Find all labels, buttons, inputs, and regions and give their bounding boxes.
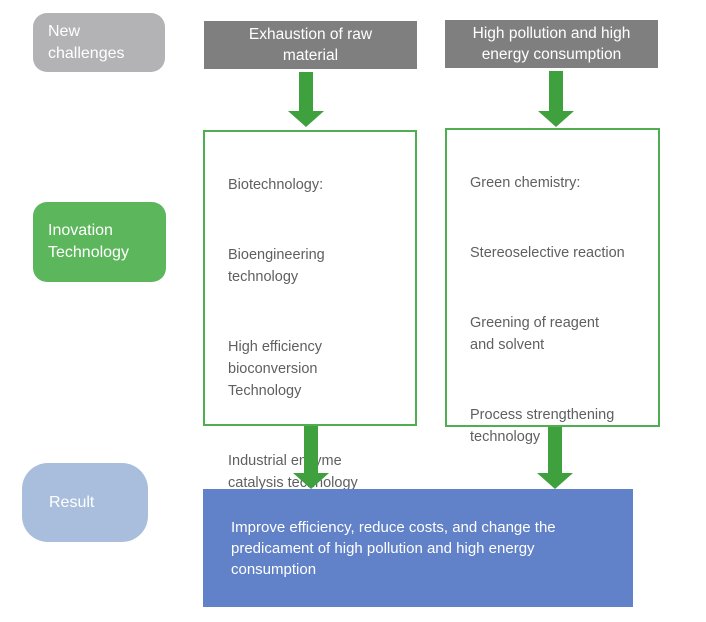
down-arrow: [537, 427, 573, 489]
down-arrow-head: [293, 473, 329, 489]
down-arrow-shaft: [549, 71, 563, 111]
row-label-result: Result: [22, 463, 148, 542]
technology-box-biotechnology: Biotechnology: Bioengineering technology…: [203, 130, 417, 491]
down-arrow-head: [538, 111, 574, 127]
down-arrow: [538, 71, 574, 127]
row-label-inovation-technology: Inovation Technology: [33, 202, 166, 282]
technology-box-green-chemistry: Green chemistry: Stereoselective reactio…: [445, 128, 660, 445]
challenge-box-pollution: High pollution and high energy consumpti…: [445, 20, 658, 68]
row-label-new-challenges: New challenges: [33, 13, 165, 72]
tech-title: Green chemistry:: [470, 175, 581, 191]
down-arrow-shaft: [304, 426, 318, 473]
challenge-box-raw-material: Exhaustion of raw material: [204, 21, 417, 69]
tech-item: Stereoselective reaction: [470, 245, 625, 261]
down-arrow-head: [537, 473, 573, 489]
down-arrow-shaft: [299, 72, 313, 111]
tech-title: Biotechnology:: [228, 177, 324, 193]
tech-item: High efficiency bioconversion Technology: [228, 339, 323, 399]
result-box: Improve efficiency, reduce costs, and ch…: [203, 489, 633, 607]
down-arrow-shaft: [548, 427, 562, 473]
down-arrow: [288, 72, 324, 127]
down-arrow: [293, 426, 329, 489]
tech-item: Bioengineering technology: [228, 247, 325, 285]
tech-item: Greening of reagent and solvent: [470, 315, 599, 353]
down-arrow-head: [288, 111, 324, 127]
tech-item: Process strengthening technology: [470, 407, 615, 445]
